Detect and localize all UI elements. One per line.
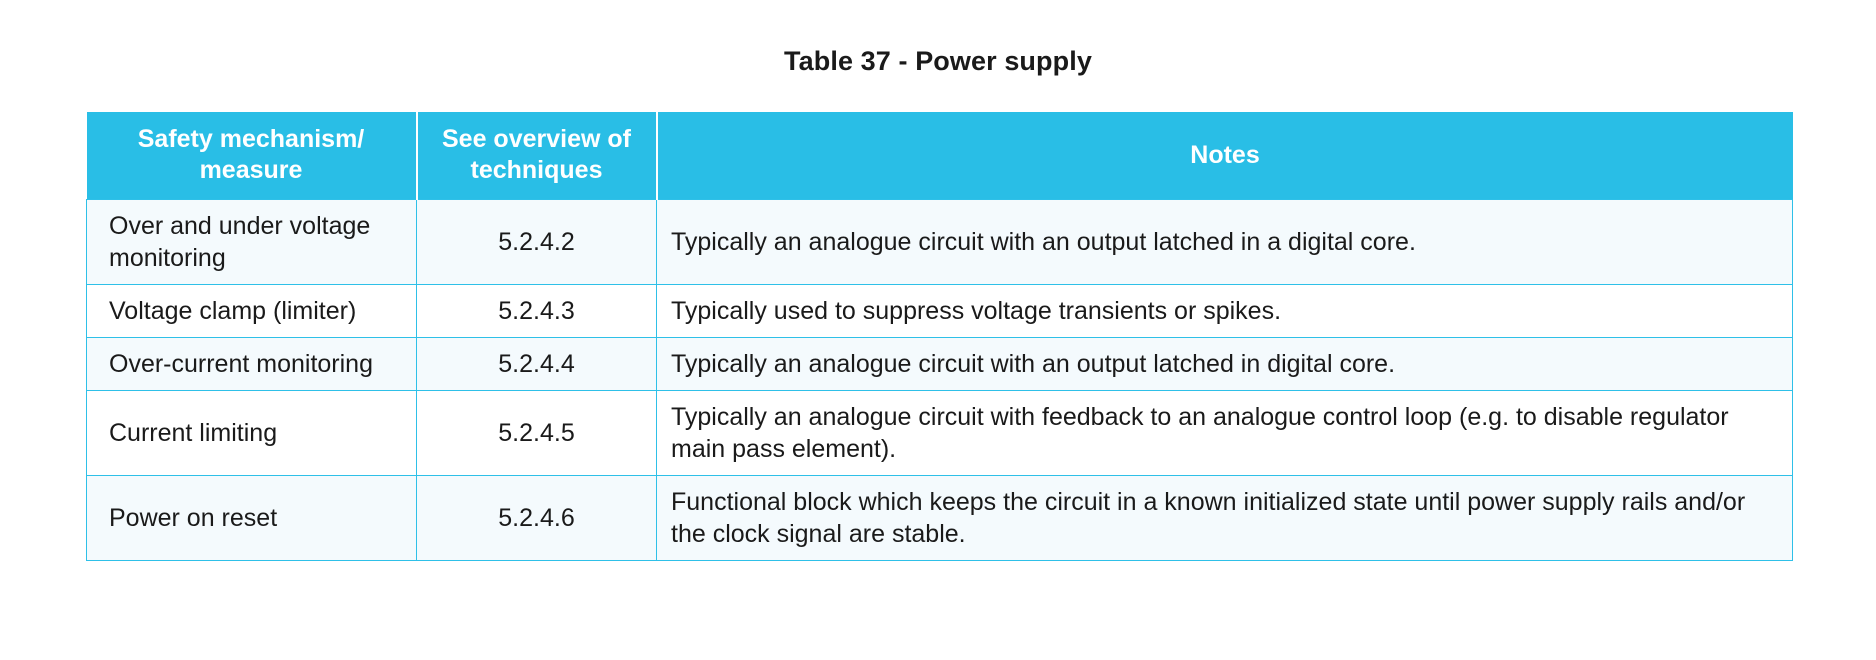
cell-mechanism: Current limiting (86, 389, 417, 476)
table-row: Over and under voltage monitoring 5.2.4.… (86, 198, 1793, 285)
cell-notes: Typically an analogue circuit with an ou… (656, 198, 1793, 285)
cell-reference: 5.2.4.4 (416, 336, 657, 391)
column-header-safety-mechanism-line1: Safety mechanism/ (137, 125, 365, 153)
table-container: Safety mechanism/ measure See overview o… (86, 112, 1793, 561)
cell-notes: Typically an analogue circuit with feedb… (656, 389, 1793, 476)
cell-reference: 5.2.4.5 (416, 389, 657, 476)
cell-notes: Typically used to suppress voltage trans… (656, 283, 1793, 338)
column-header-see-overview-line2: techniques (470, 156, 603, 185)
power-supply-table: Safety mechanism/ measure See overview o… (86, 112, 1793, 561)
cell-mechanism: Over-current monitoring (86, 336, 417, 391)
table-row: Power on reset 5.2.4.6 Functional block … (86, 474, 1793, 561)
cell-reference: 5.2.4.2 (416, 198, 657, 285)
table-header-row: Safety mechanism/ measure See overview o… (86, 112, 1793, 199)
cell-reference: 5.2.4.6 (416, 474, 657, 561)
column-header-see-overview: See overview of techniques (416, 112, 658, 199)
cell-mechanism: Over and under voltage monitoring (86, 198, 417, 285)
cell-notes: Typically an analogue circuit with an ou… (656, 336, 1793, 391)
cell-notes: Functional block which keeps the circuit… (656, 474, 1793, 561)
table-row: Voltage clamp (limiter) 5.2.4.3 Typicall… (86, 283, 1793, 338)
column-header-safety-mechanism-line2: measure (199, 156, 303, 185)
column-header-notes: Notes (656, 112, 1793, 199)
cell-reference: 5.2.4.3 (416, 283, 657, 338)
cell-mechanism: Power on reset (86, 474, 417, 561)
table-row: Over-current monitoring 5.2.4.4 Typicall… (86, 336, 1793, 391)
table-row: Current limiting 5.2.4.5 Typically an an… (86, 389, 1793, 476)
table-title: Table 37 - Power supply (784, 46, 1092, 76)
cell-mechanism: Voltage clamp (limiter) (86, 283, 417, 338)
table-body: Over and under voltage monitoring 5.2.4.… (86, 198, 1793, 561)
column-header-safety-mechanism: Safety mechanism/ measure (86, 112, 418, 199)
column-header-see-overview-line1: See overview of (442, 125, 631, 153)
table-header: Safety mechanism/ measure See overview o… (86, 112, 1793, 199)
